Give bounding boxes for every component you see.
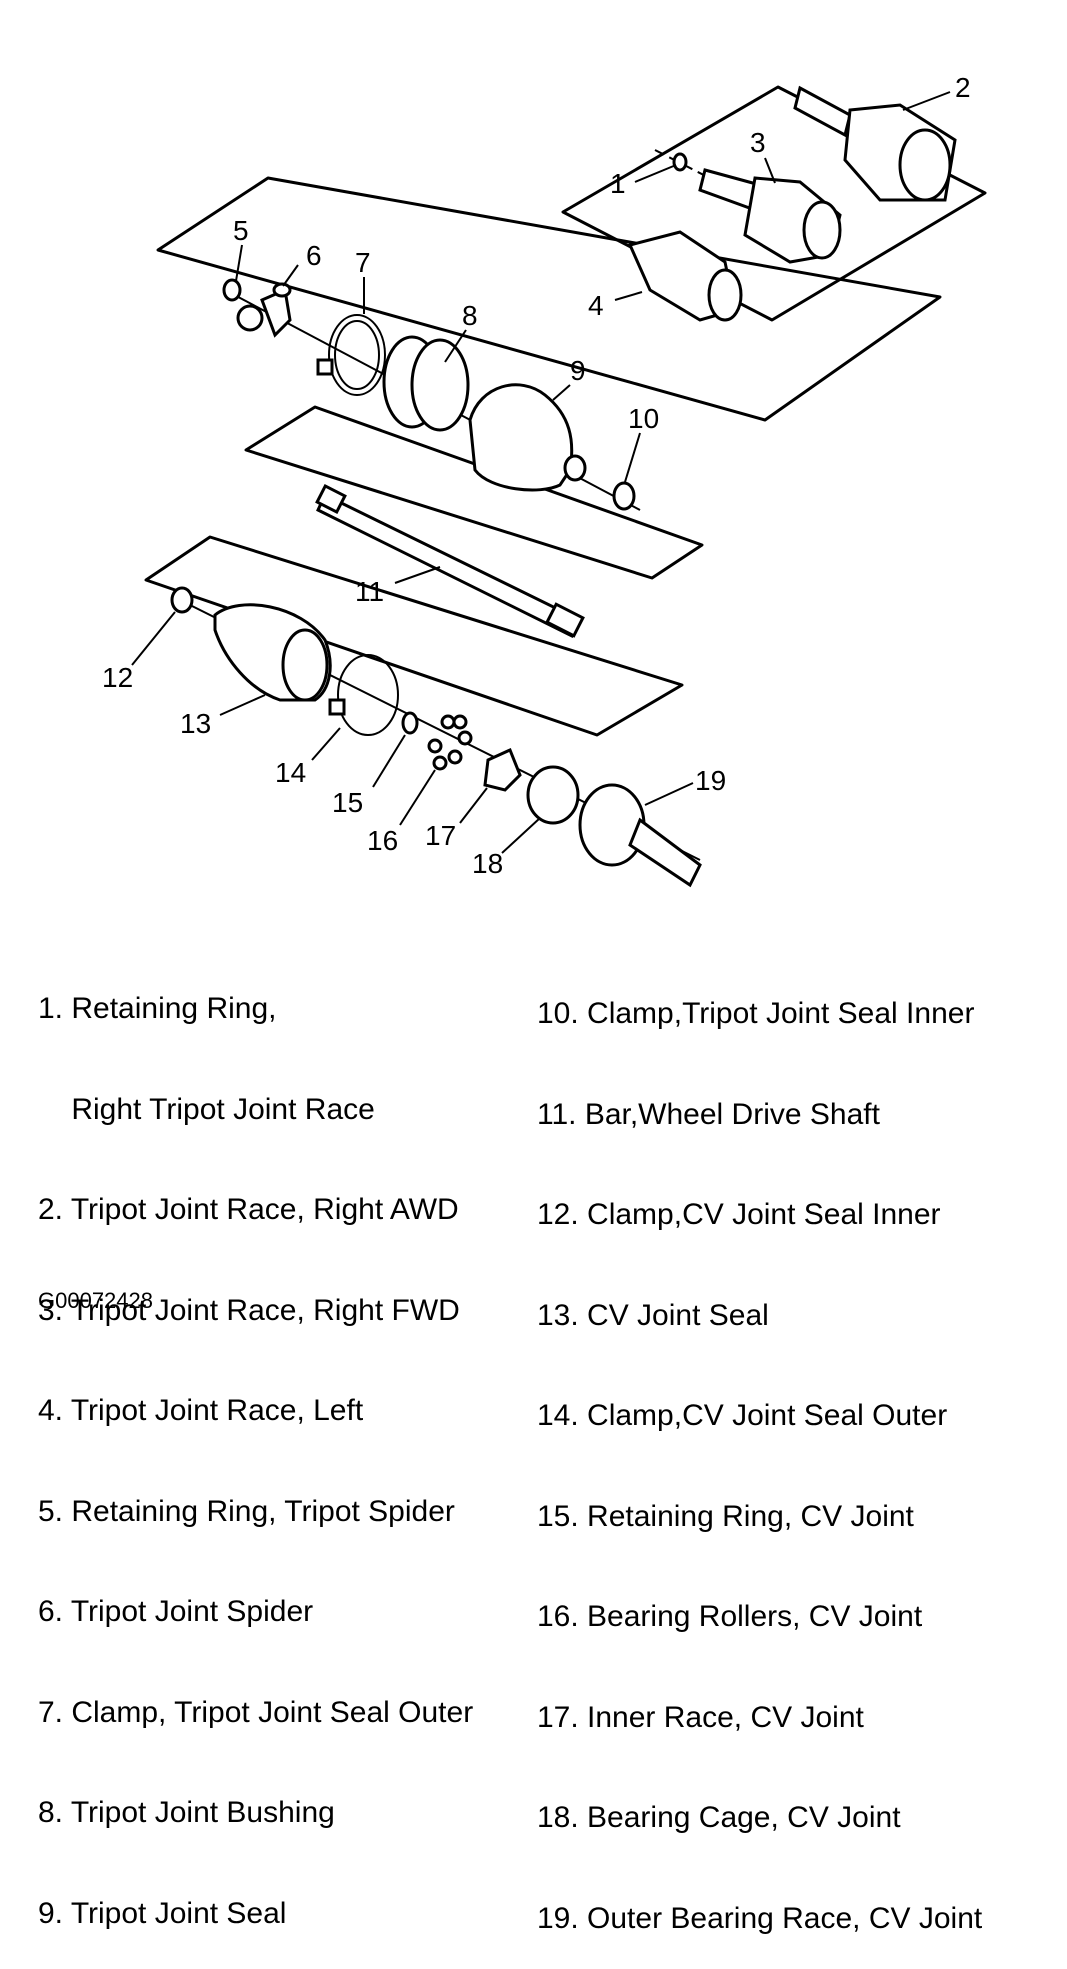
part-8-tripot-bushing [382, 335, 470, 432]
callout-19: 19 [695, 765, 726, 796]
callout-9: 9 [570, 355, 586, 386]
callout-1: 1 [610, 168, 626, 199]
legend-item-8: 8. Tripot Joint Bushing [38, 1796, 335, 1829]
part-12-clamp-inner [170, 586, 194, 614]
callout-5: 5 [233, 215, 249, 246]
callout-13: 13 [180, 708, 211, 739]
part-13-cv-seal [213, 603, 332, 702]
legend-item-2: 2. Tripot Joint Race, Right AWD [38, 1193, 459, 1226]
part-17-inner-race [483, 747, 522, 792]
part-7-clamp-outer [316, 314, 386, 396]
part-16-bearing-rollers [427, 714, 473, 771]
callout-18: 18 [472, 848, 503, 879]
callout-16: 16 [367, 825, 398, 856]
exploded-view-diagram: 1 2 3 4 5 6 7 8 9 10 11 12 13 14 15 16 1… [102, 72, 987, 888]
callout-8: 8 [462, 300, 478, 331]
callout-12: 12 [102, 662, 133, 693]
callout-10: 10 [628, 403, 659, 434]
legend-item-11: 11. Bar,Wheel Drive Shaft [537, 1097, 880, 1131]
callout-11: 11 [355, 576, 384, 607]
legend-item-7: 7. Clamp, Tripot Joint Seal Outer [38, 1695, 474, 1729]
figure-id-label: G00072428 [38, 1288, 153, 1313]
part-19-outer-race [578, 783, 702, 888]
legend-item-16: 16. Bearing Rollers, CV Joint [537, 1600, 923, 1633]
part-5-retaining-ring [222, 278, 242, 302]
legend-item-5: 5. Retaining Ring, Tripot Spider [38, 1494, 455, 1528]
part-14-clamp-outer [328, 654, 399, 736]
legend-item-12: 12. Clamp,CV Joint Seal Inner [537, 1198, 941, 1231]
legend-left-column: 1. Retaining Ring, Right Tripot Joint Ra… [38, 925, 473, 1964]
leader-lines [131, 91, 951, 854]
part-6-tripot-spider [236, 282, 292, 338]
callout-4: 4 [588, 290, 604, 321]
callout-7: 7 [355, 247, 371, 278]
legend-item-19: 19. Outer Bearing Race, CV Joint [537, 1901, 983, 1935]
callout-15: 15 [332, 787, 363, 818]
callout-2: 2 [955, 72, 971, 103]
legend-item-17: 17. Inner Race, CV Joint [537, 1700, 864, 1734]
part-9-tripot-seal [468, 383, 587, 492]
legend-item-15: 15. Retaining Ring, CV Joint [537, 1499, 914, 1533]
group-box-cv [144, 535, 684, 737]
legend-item-4: 4. Tripot Joint Race, Left [38, 1394, 364, 1427]
part-15-retaining-ring [401, 711, 419, 735]
callout-17: 17 [425, 820, 456, 851]
part-11-drive-shaft [315, 483, 585, 639]
legend-item-1-cont: Right Tripot Joint Race [38, 1092, 375, 1126]
legend-item-6: 6. Tripot Joint Spider [38, 1595, 314, 1628]
legend-item-9: 9. Tripot Joint Seal [38, 1896, 287, 1930]
legend-right-column: 10. Clamp,Tripot Joint Seal Inner 11. Ba… [537, 930, 982, 1969]
legend-item-3: 3. Tripot Joint Race, Right FWD [38, 1293, 460, 1327]
part-2-race-awd [793, 85, 957, 202]
part-4-race-left [627, 230, 743, 322]
legend-item-14: 14. Clamp,CV Joint Seal Outer [537, 1399, 948, 1432]
callout-6: 6 [306, 240, 322, 271]
callout-14: 14 [275, 757, 306, 788]
part-10-clamp-inner [612, 481, 636, 511]
legend-item-10: 10. Clamp,Tripot Joint Seal Inner [537, 997, 975, 1030]
legend-item-1: 1. Retaining Ring, [38, 992, 277, 1025]
part-1-retaining-ring [672, 152, 688, 172]
group-box-shaft [244, 405, 704, 580]
part-18-bearing-cage [526, 765, 580, 825]
callout-3: 3 [750, 127, 766, 158]
part-3-race-fwd [698, 168, 842, 264]
legend-item-13: 13. CV Joint Seal [537, 1298, 769, 1332]
legend-item-18: 18. Bearing Cage, CV Joint [537, 1801, 901, 1834]
